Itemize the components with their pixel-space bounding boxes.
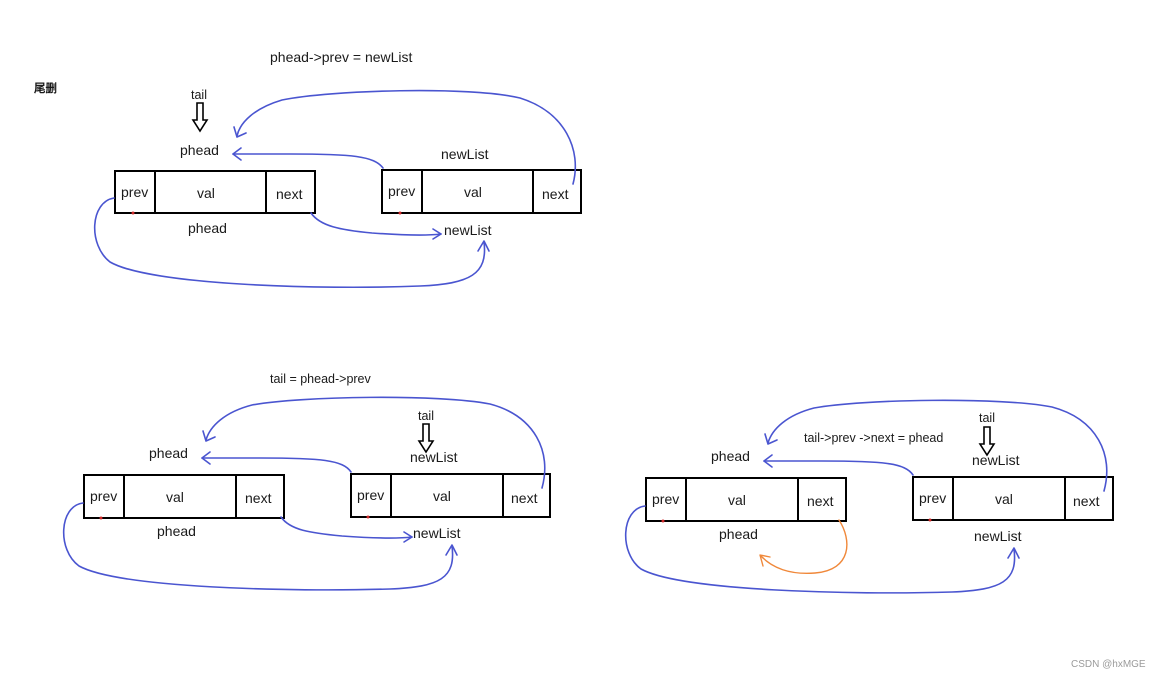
phead-next-to-newlist-arrow	[310, 212, 442, 236]
marker-dot	[366, 515, 370, 519]
newlist-prev-to-phead-arrow	[763, 460, 914, 476]
link-arrows-bottom-left	[62, 396, 546, 591]
phead-prev-field: prev	[90, 488, 117, 504]
arrowhead-icon	[403, 531, 413, 543]
arrowhead-icon	[759, 554, 771, 567]
phead-next-field: next	[276, 186, 303, 202]
newlist-node-bottom-left: prev val next	[350, 473, 551, 519]
newlist-node-top: prev val next	[381, 169, 582, 215]
arrowhead-icon	[763, 454, 773, 468]
phead-next-to-self-orange-arrow	[760, 519, 848, 575]
newlist-val-field: val	[995, 491, 1013, 507]
newlist-prev-to-phead-arrow	[201, 457, 352, 473]
tail-label-bottom-left: tail	[418, 409, 434, 423]
phead-node-bottom-left: prev val next	[83, 474, 285, 520]
phead-node-bottom-right: prev val next	[645, 477, 847, 523]
arrowhead-icon	[1007, 547, 1020, 559]
phead-label-below-top: phead	[188, 220, 227, 236]
newlist-node-bottom-right: prev val next	[912, 476, 1114, 522]
marker-dot	[928, 518, 932, 522]
phead-val-field: val	[166, 489, 184, 505]
marker-dot	[661, 519, 665, 523]
newlist-next-to-phead-arrow	[205, 396, 546, 489]
newlist-label-below-top: newList	[444, 222, 492, 238]
arrowhead-icon	[764, 433, 778, 445]
phead-prev-to-newlist-arrow	[62, 502, 454, 591]
newlist-next-field: next	[511, 490, 538, 506]
phead-prev-field: prev	[652, 491, 679, 507]
caption-bottom-left: tail = phead->prev	[270, 372, 372, 386]
newlist-prev-field: prev	[388, 183, 415, 199]
newlist-val-field: val	[433, 488, 451, 504]
marker-dot	[398, 211, 402, 215]
diagram-bottom-right: tail->prev ->next = phead tail phead new…	[624, 399, 1114, 594]
phead-prev-to-newlist-arrow	[93, 197, 486, 289]
diagram-bottom-left: tail = phead->prev tail phead newList pr…	[62, 372, 551, 591]
caption-bottom-right: tail->prev ->next = phead	[804, 431, 943, 445]
phead-label-below-bottom-left: phead	[157, 523, 196, 539]
link-arrows-top	[93, 89, 577, 289]
phead-next-field: next	[807, 493, 834, 509]
arrowhead-icon	[202, 430, 216, 442]
phead-node-top: prev val next	[114, 170, 316, 215]
newlist-label-above-bottom-left: newList	[410, 449, 458, 465]
phead-label-above-top: phead	[180, 142, 219, 158]
phead-prev-field: prev	[121, 184, 148, 200]
tail-label-top: tail	[191, 88, 207, 102]
link-arrows-bottom-right	[624, 399, 1108, 594]
arrowhead-icon	[232, 147, 242, 161]
watermark: CSDN @hxMGE	[1071, 659, 1146, 670]
tail-down-arrow-icon	[191, 102, 209, 133]
newlist-prev-field: prev	[919, 490, 946, 506]
arrowhead-icon	[233, 126, 247, 138]
phead-next-field: next	[245, 490, 272, 506]
newlist-next-to-phead-arrow	[236, 89, 577, 185]
phead-next-to-newlist-arrow	[280, 516, 413, 539]
diagram-top: phead->prev = newList tail phead newList…	[93, 49, 582, 289]
tail-down-arrow-icon	[978, 426, 996, 457]
section-heading: 尾删	[33, 81, 57, 95]
arrowhead-icon	[432, 228, 442, 240]
newlist-label-above-top: newList	[441, 146, 489, 162]
tail-down-arrow-icon	[417, 423, 435, 454]
newlist-label-above-bottom-right: newList	[972, 452, 1020, 468]
marker-dot	[131, 211, 135, 215]
phead-val-field: val	[728, 492, 746, 508]
newlist-next-to-phead-arrow	[767, 399, 1108, 492]
newlist-next-field: next	[542, 186, 569, 202]
newlist-label-below-bottom-left: newList	[413, 525, 461, 541]
marker-dot	[99, 516, 103, 520]
phead-label-above-bottom-left: phead	[149, 445, 188, 461]
arrowhead-icon	[445, 544, 458, 556]
phead-prev-to-newlist-arrow	[624, 505, 1016, 594]
tail-label-bottom-right: tail	[979, 411, 995, 425]
newlist-prev-field: prev	[357, 487, 384, 503]
phead-label-below-bottom-right: phead	[719, 526, 758, 542]
newlist-prev-to-phead-arrow	[232, 153, 384, 169]
phead-val-field: val	[197, 185, 215, 201]
newlist-label-below-bottom-right: newList	[974, 528, 1022, 544]
newlist-next-field: next	[1073, 493, 1100, 509]
newlist-val-field: val	[464, 184, 482, 200]
caption-top: phead->prev = newList	[270, 49, 413, 65]
arrowhead-icon	[201, 451, 211, 465]
arrowhead-icon	[477, 240, 490, 252]
phead-label-above-bottom-right: phead	[711, 448, 750, 464]
